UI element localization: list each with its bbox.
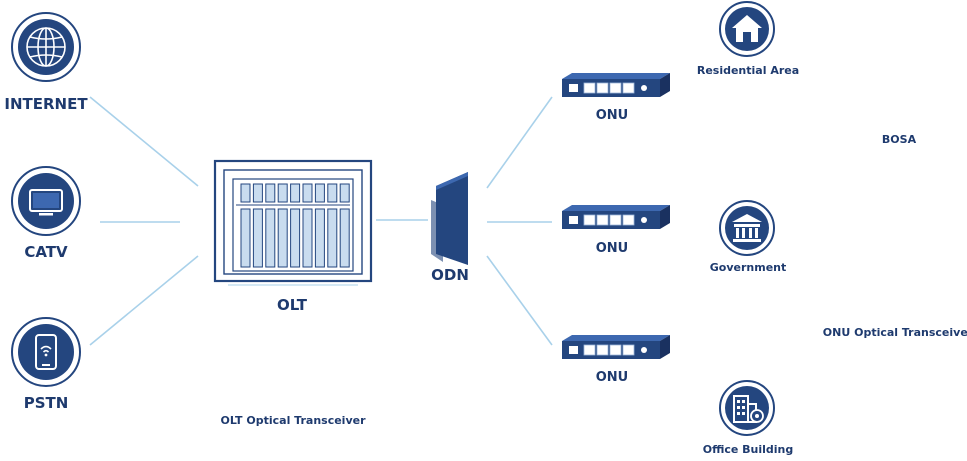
onu-device-icon: [562, 73, 670, 97]
olt-slot-bottom: [290, 208, 301, 268]
olt-slot-bottom: [252, 208, 263, 268]
destination-label-government: Government: [709, 261, 787, 274]
onu-label-2: ONU: [595, 241, 629, 256]
olt-slot-top: [302, 183, 313, 203]
odn-label: ODN: [431, 266, 469, 284]
olt-slot-bottom: [302, 208, 313, 268]
olt-slot-top: [277, 183, 288, 203]
tv-icon: [11, 166, 81, 236]
source-label-pstn: PSTN: [23, 394, 69, 412]
olt-slot-top: [314, 183, 325, 203]
olt-slot-top: [290, 183, 301, 203]
olt-slot-bottom: [240, 208, 251, 268]
connectors: [89, 96, 553, 346]
olt-slot-top: [265, 183, 276, 203]
source-label-internet: INTERNET: [4, 95, 88, 113]
onu-label-1: ONU: [595, 108, 629, 123]
olt-slot-bottom: [339, 208, 350, 268]
olt-slot-bottom: [277, 208, 288, 268]
house-icon: [719, 1, 775, 57]
destination-label-residential: Residential Area: [696, 64, 800, 77]
onu-device-icon: [562, 335, 670, 359]
phone-icon: [11, 317, 81, 387]
destination-label-office: Office Building: [702, 443, 794, 456]
olt-slot-top: [339, 183, 350, 203]
olt-slots: [240, 183, 350, 268]
source-label-catv: CATV: [24, 243, 68, 261]
olt-transceiver-annotation: OLT Optical Transceiver: [220, 414, 366, 427]
connector-odn-onu-1: [486, 96, 553, 189]
onu-devices: [562, 73, 670, 359]
olt-label: OLT: [276, 296, 308, 314]
olt-slot-bottom: [265, 208, 276, 268]
onu-device-icon: [562, 205, 670, 229]
connector-internet-olt: [89, 96, 199, 187]
onu-transceiver-annotation: ONU Optical Transceiver: [822, 326, 967, 339]
connector-pstn-olt: [89, 255, 199, 346]
office-building-icon: [719, 380, 775, 436]
olt-slot-top: [327, 183, 338, 203]
onu-label-3: ONU: [595, 370, 629, 385]
olt-slot-bottom: [314, 208, 325, 268]
connector-odn-onu-3: [486, 255, 553, 346]
olt-slot-top: [252, 183, 263, 203]
bosa-annotation: BOSA: [881, 133, 917, 146]
globe-icon: [11, 12, 81, 82]
odn-splitter: [431, 172, 468, 265]
olt-slot-bottom: [327, 208, 338, 268]
olt-slot-top: [240, 183, 251, 203]
government-building-icon: [719, 200, 775, 256]
olt-device: [213, 159, 373, 286]
